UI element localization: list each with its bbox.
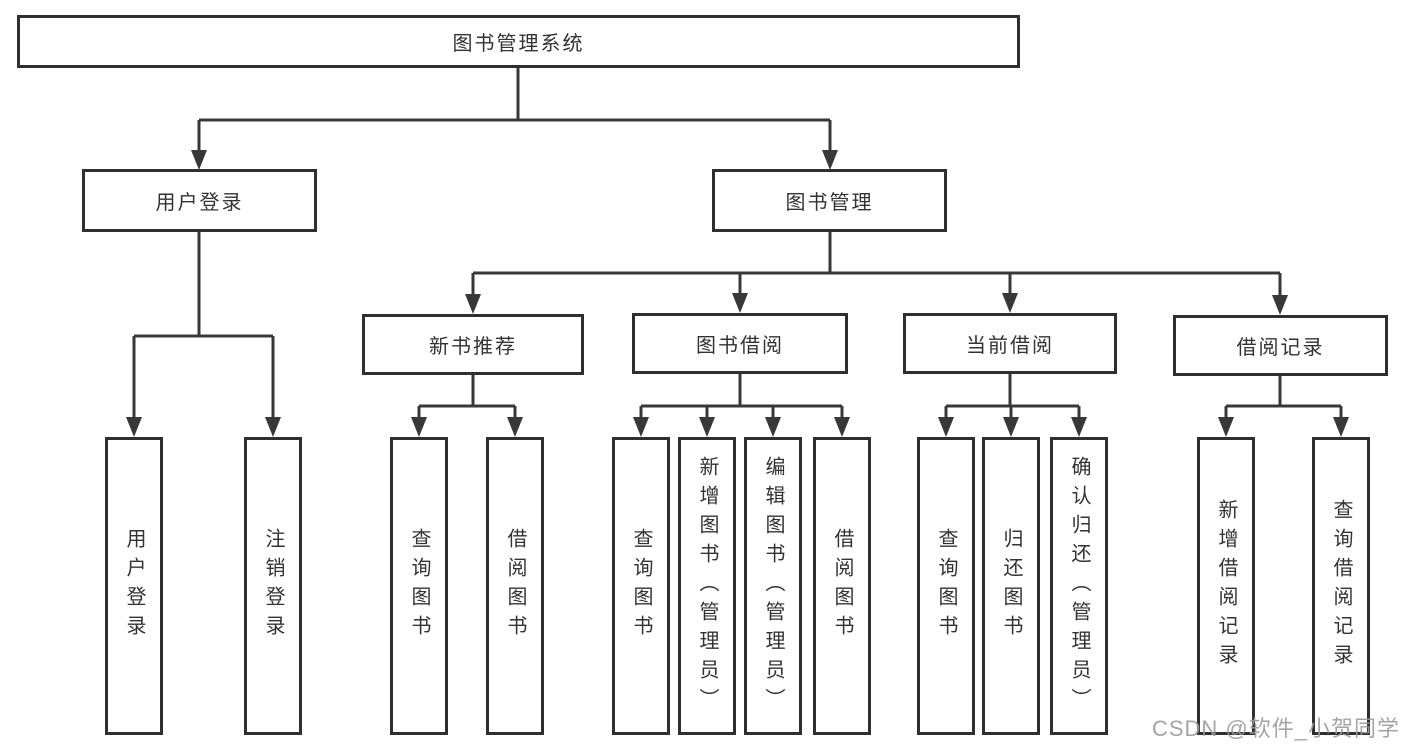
node-book-borrowing: 图书借阅: [632, 313, 848, 374]
node-user-login-group: 用户登录: [82, 169, 317, 232]
leaf-query-books-1: 查询图书: [390, 437, 448, 735]
node-user-login-group-label: 用户登录: [155, 192, 244, 214]
arrowheads: [126, 150, 1349, 437]
node-current-borrowing: 当前借阅: [903, 313, 1117, 374]
node-new-book-recommend-label: 新书推荐: [429, 336, 517, 358]
leaf-add-books-admin: 新增图书（管理员）: [678, 437, 736, 735]
leaf-confirm-return-admin: 确认归还（管理员）: [1050, 437, 1108, 735]
leaf-borrow-books-1: 借阅图书: [486, 437, 544, 735]
csdn-watermark: CSDN @软件_小贺同学: [1151, 716, 1400, 741]
leaf-logout: 注销登录: [244, 437, 302, 735]
leaf-return-books: 归还图书: [982, 437, 1040, 735]
leaf-edit-books-admin: 编辑图书（管理员）: [744, 437, 802, 735]
node-new-book-recommend: 新书推荐: [362, 314, 584, 375]
node-book-management-group-label: 图书管理: [785, 192, 874, 214]
node-borrowing-records-label: 借阅记录: [1236, 337, 1325, 359]
leaf-add-borrow-record: 新增借阅记录: [1197, 437, 1255, 735]
node-root: 图书管理系统: [17, 15, 1020, 68]
node-book-borrowing-label: 图书借阅: [696, 335, 784, 357]
leaf-query-books-2: 查询图书: [612, 437, 670, 735]
leaf-user-login: 用户登录: [105, 437, 163, 735]
node-root-label: 图书管理系统: [452, 33, 585, 55]
node-current-borrowing-label: 当前借阅: [966, 335, 1054, 357]
node-book-management-group: 图书管理: [712, 169, 947, 232]
leaf-query-books-3: 查询图书: [917, 437, 975, 735]
node-borrowing-records: 借阅记录: [1173, 315, 1388, 376]
leaf-borrow-books-2: 借阅图书: [813, 437, 871, 735]
leaf-query-borrow-record: 查询借阅记录: [1312, 437, 1370, 735]
